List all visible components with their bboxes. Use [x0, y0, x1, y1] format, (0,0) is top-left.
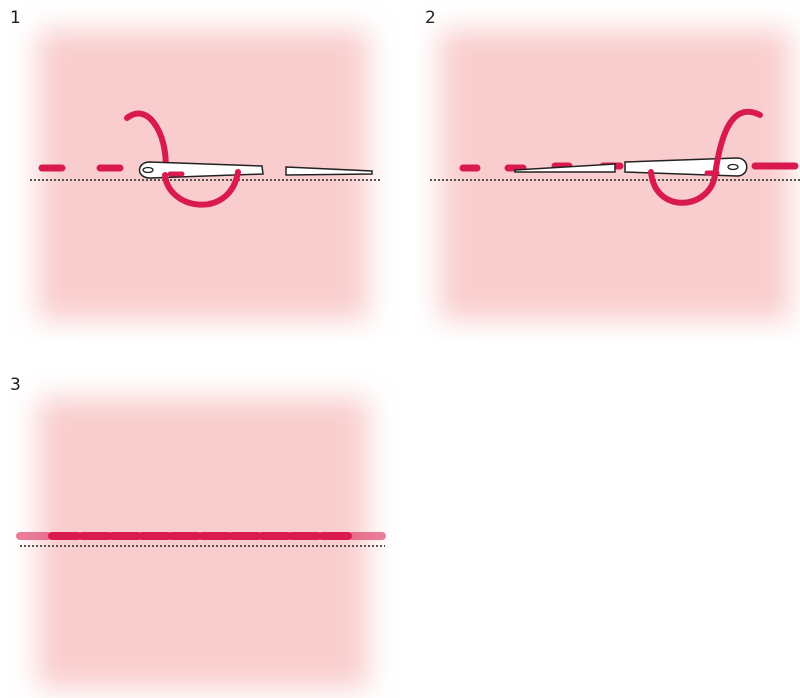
needle-tip: [514, 163, 616, 173]
step-number-2: 2: [425, 8, 436, 28]
thread-loop: [648, 169, 718, 206]
thread-loop: [712, 108, 763, 178]
step-1-illustration: [30, 30, 380, 320]
needle-eye-hole: [142, 166, 154, 174]
fabric: [38, 398, 368, 688]
needle-eye-hole: [727, 163, 739, 171]
step-3-illustration: [16, 398, 386, 688]
step-number-1: 1: [10, 8, 21, 28]
needle-tip: [285, 166, 373, 176]
thread-loop: [162, 169, 241, 208]
step-number-3: 3: [10, 375, 21, 395]
step-2-illustration: [430, 30, 800, 320]
